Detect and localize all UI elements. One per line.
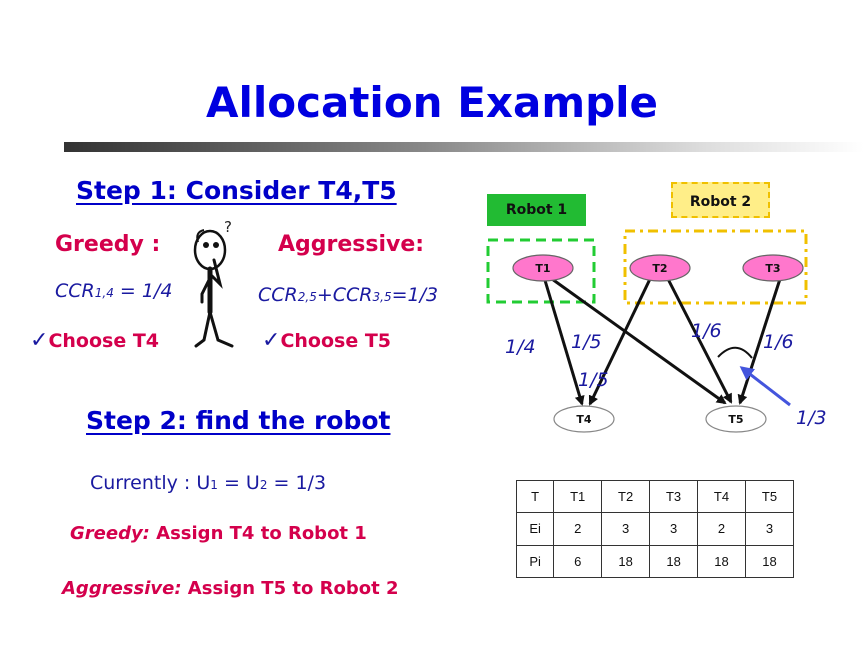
edge-label-t2-t5: 1/6 <box>691 320 722 342</box>
edge-t1-t5 <box>551 277 727 405</box>
thinking-figure-icon: ? <box>193 218 234 348</box>
edge-label-t1-t5: 1/5 <box>571 331 602 353</box>
title-underline-bar <box>64 142 864 152</box>
node-t4-label: T4 <box>576 413 592 426</box>
checkmark-icon: ✓ <box>262 328 281 353</box>
node-t1-label: T1 <box>535 262 550 275</box>
greedy-label: Greedy : <box>55 232 161 257</box>
node-t2-label: T2 <box>652 262 667 275</box>
robot2-group-box <box>623 229 808 305</box>
table-cell: 3 <box>744 512 795 546</box>
greedy-assignment: Greedy: Assign T4 to Robot 1 <box>70 523 367 544</box>
edge-t2-t4 <box>588 278 652 406</box>
edge-t2-t5 <box>666 278 733 404</box>
robot2-badge: Robot 2 <box>671 182 770 218</box>
table-cell: T3 <box>649 479 699 514</box>
edge-t3-t5 <box>737 278 782 405</box>
step2-heading: Step 2: find the robot <box>86 406 391 435</box>
table-cell: T1 <box>553 479 603 514</box>
combined-pointer-arrow <box>739 366 791 407</box>
node-t2: T2 <box>629 254 691 282</box>
table-cell: Ei <box>515 512 555 546</box>
aggressive-assignment: Aggressive: Assign T5 to Robot 2 <box>62 578 399 599</box>
greedy-choice: ✓Choose T4 <box>30 328 160 353</box>
table-cell: Pi <box>515 544 555 579</box>
table-cell: T5 <box>744 479 795 514</box>
edge-t1-t4 <box>542 276 585 406</box>
table-cell: 2 <box>697 512 746 546</box>
table-cell: T4 <box>697 479 746 514</box>
merge-arc <box>717 346 753 359</box>
checkmark-icon: ✓ <box>30 328 49 353</box>
question-mark: ? <box>224 218 232 236</box>
node-t3: T3 <box>742 254 804 282</box>
aggressive-label: Aggressive: <box>278 232 425 257</box>
table-cell: T2 <box>601 479 651 514</box>
robot1-group-box <box>486 238 596 304</box>
node-t5-label: T5 <box>728 413 743 426</box>
node-t5: T5 <box>705 405 767 433</box>
aggressive-ccr: CCR2,5+CCR3,5=1/3 <box>258 284 439 306</box>
table-cell: 18 <box>744 544 795 579</box>
step1-heading: Step 1: Consider T4,T5 <box>76 176 397 205</box>
node-t4: T4 <box>553 405 615 433</box>
page-title: Allocation Example <box>205 78 659 127</box>
node-t3-label: T3 <box>765 262 780 275</box>
table-cell: T <box>515 479 555 514</box>
table-cell: 2 <box>553 512 603 546</box>
table-cell: 18 <box>697 544 746 579</box>
table-cell: 18 <box>601 544 651 579</box>
table-cell: 18 <box>649 544 699 579</box>
edge-label-t2-t4: 1/5 <box>578 369 609 391</box>
edge-label-combined: 1/3 <box>796 407 827 429</box>
table-cell: 3 <box>601 512 651 546</box>
table-cell: 6 <box>553 544 603 579</box>
aggressive-choice: ✓Choose T5 <box>262 328 392 353</box>
greedy-ccr: CCR1,4 = 1/4 <box>55 280 173 302</box>
table-cell: 3 <box>649 512 699 546</box>
edge-label-t1-t4: 1/4 <box>505 336 536 358</box>
node-t1: T1 <box>512 254 574 282</box>
edge-label-t3-t5: 1/6 <box>763 331 794 353</box>
robot1-badge: Robot 1 <box>487 194 586 226</box>
currently-utilization: Currently : U1 = U2 = 1/3 <box>90 472 327 494</box>
